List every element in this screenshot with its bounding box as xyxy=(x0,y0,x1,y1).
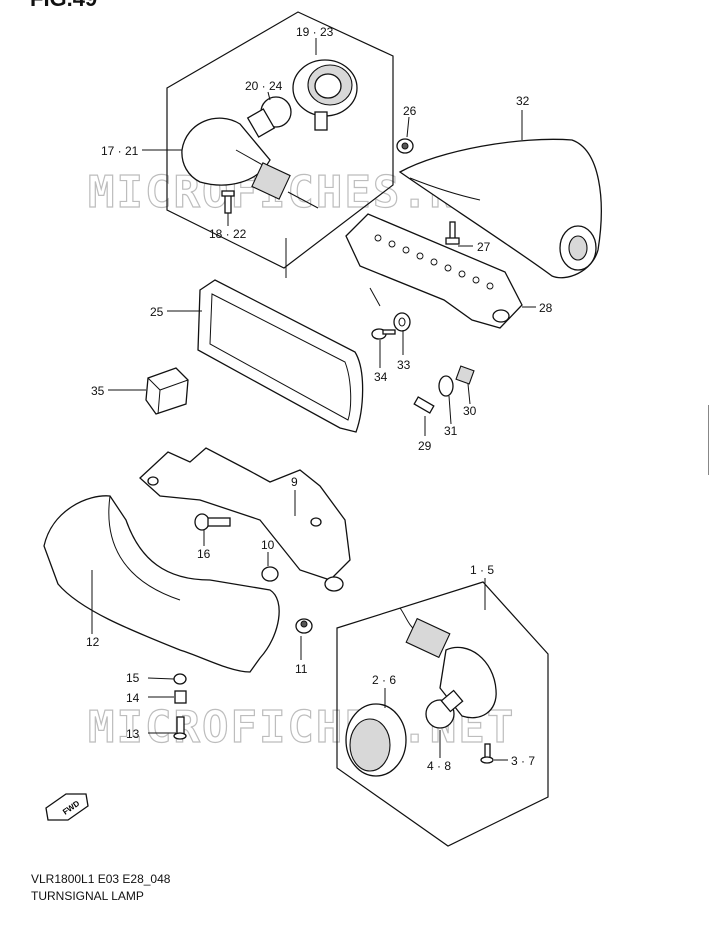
diagram-title: TURNSIGNAL LAMP xyxy=(31,889,144,903)
label-10: 10 xyxy=(261,538,275,552)
label-15: 15 xyxy=(126,671,140,685)
label-27: 27 xyxy=(477,240,491,254)
bulb-20-24 xyxy=(246,96,292,138)
diagram-footer: VLR1800L1 E03 E28_048 TURNSIGNAL LAMP xyxy=(31,871,170,905)
front-turnsignal-group-frame xyxy=(336,581,549,847)
rear-turnsignal-group-frame xyxy=(166,11,394,269)
label-30: 30 xyxy=(463,404,477,418)
screw-13 xyxy=(173,716,187,740)
lens-housing-19-23 xyxy=(292,59,358,131)
label-35: 35 xyxy=(91,384,105,398)
label-14: 14 xyxy=(126,691,140,705)
bracket-28 xyxy=(345,213,523,329)
fwd-arrow-icon: FWD xyxy=(45,793,89,821)
label-19-23: 19 · 23 xyxy=(296,25,334,39)
label-20-24: 20 · 24 xyxy=(245,79,283,93)
collar-33 xyxy=(393,312,411,332)
model-code: VLR1800L1 E03 E28_048 xyxy=(31,872,171,886)
nut-10 xyxy=(261,566,279,582)
nut-15 xyxy=(173,673,187,685)
label-1-5: 1 · 5 xyxy=(470,563,494,577)
label-33: 33 xyxy=(397,358,411,372)
label-34: 34 xyxy=(374,370,388,384)
lens-2-6 xyxy=(345,703,407,777)
rear-cover-32 xyxy=(398,138,602,279)
label-2-6: 2 · 6 xyxy=(372,673,396,687)
collar-14 xyxy=(174,690,187,704)
washer-31 xyxy=(438,375,454,397)
label-32: 32 xyxy=(516,94,530,108)
bulb-4-8 xyxy=(425,689,464,729)
bolt-29 xyxy=(413,396,435,414)
figure-label: FIG.49 xyxy=(30,0,97,12)
gasket-25 xyxy=(197,279,364,433)
label-31: 31 xyxy=(444,424,458,438)
label-13: 13 xyxy=(126,727,140,741)
label-4-8: 4 · 8 xyxy=(427,759,451,773)
label-26: 26 xyxy=(403,104,417,118)
part-labels: 19 · 23 20 · 24 17 · 21 18 · 22 26 32 27… xyxy=(86,25,553,773)
signal-body-17-21 xyxy=(181,117,319,209)
grommet-30 xyxy=(455,365,475,385)
label-29: 29 xyxy=(418,439,432,453)
nut-26 xyxy=(396,138,414,154)
label-12: 12 xyxy=(86,635,100,649)
label-9: 9 xyxy=(291,475,298,489)
leader-lines xyxy=(91,38,536,761)
page-edge-mark xyxy=(708,405,718,475)
label-11: 11 xyxy=(295,662,308,676)
cover-12 xyxy=(43,495,280,673)
label-17-21: 17 · 21 xyxy=(101,144,139,158)
screw-3-7 xyxy=(480,743,494,764)
nut-11 xyxy=(295,618,313,634)
bracket-9 xyxy=(139,447,351,592)
label-28: 28 xyxy=(539,301,553,315)
bolt-16 xyxy=(194,513,231,531)
bolt-27 xyxy=(445,221,460,245)
label-18-22: 18 · 22 xyxy=(209,227,247,241)
label-16: 16 xyxy=(197,547,211,561)
label-25: 25 xyxy=(150,305,164,319)
relay-35 xyxy=(145,367,189,415)
screw-18-22 xyxy=(221,190,235,214)
screw-34 xyxy=(371,328,396,340)
label-3-7: 3 · 7 xyxy=(511,754,535,768)
